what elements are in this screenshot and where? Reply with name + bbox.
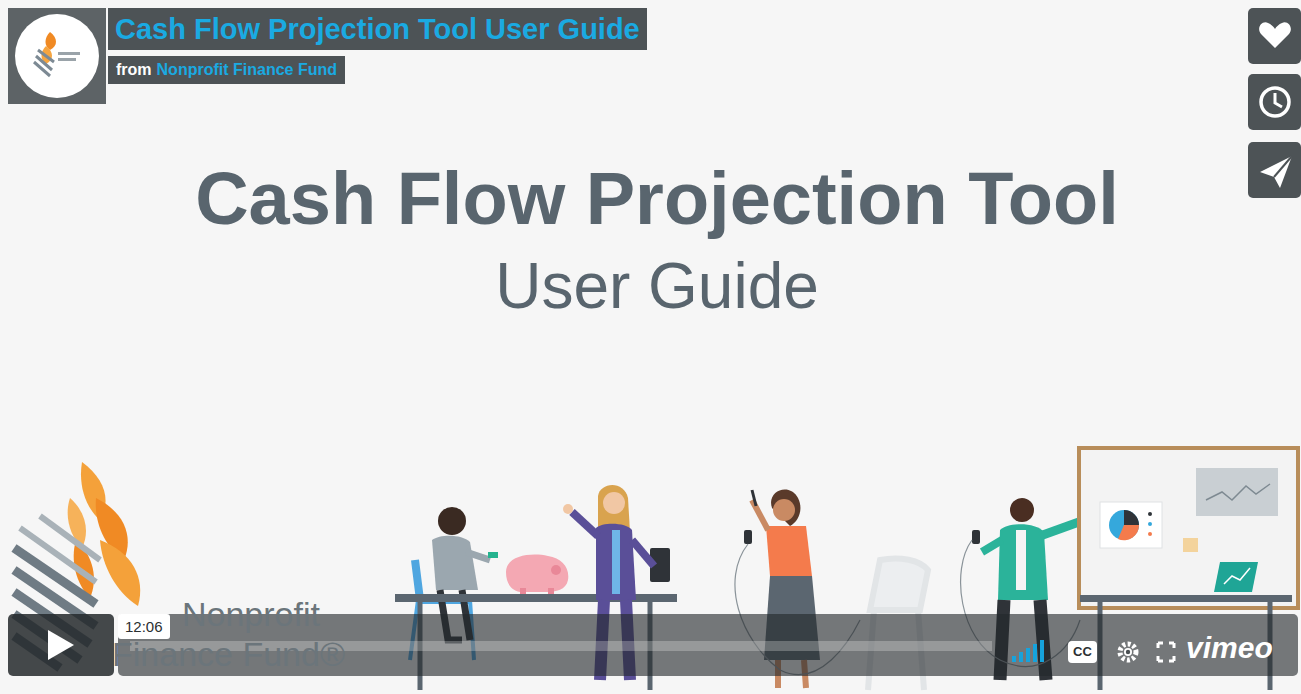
avatar-frame [8,8,106,104]
byline-box: from Nonprofit Finance Fund [108,56,345,84]
vimeo-logo: vimeo [1186,633,1273,663]
side-buttons [1248,8,1301,198]
captions-text: CC [1073,644,1092,659]
channel-link: Nonprofit Finance Fund [157,61,337,78]
captions-button: CC [1068,641,1097,663]
time-display: 12:06 [125,618,163,635]
sub-heading: User Guide [495,254,819,318]
video-title: Cash Flow Projection Tool User Guide [108,8,647,50]
avatar-circle [15,14,99,98]
main-heading: Cash Flow Projection Tool [195,162,1119,236]
avatar-logo [34,32,80,76]
logo-wordmark: Nonprofit Finance Fund® [112,594,374,674]
byline-from: from [116,61,152,78]
